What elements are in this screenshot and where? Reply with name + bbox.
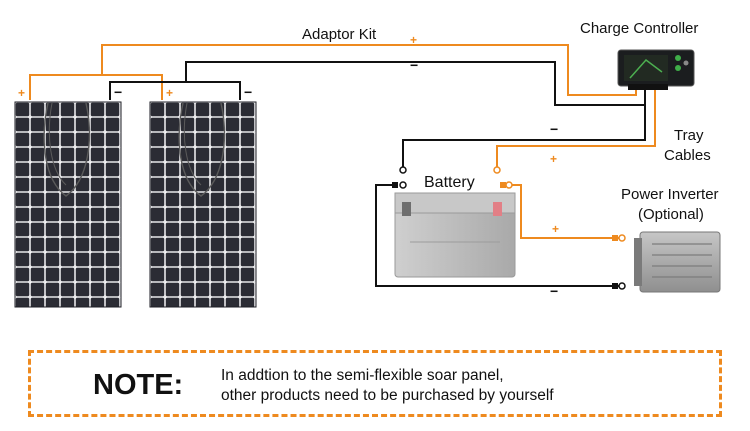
minus-sign-controller: − [410,57,418,73]
tray-label: Tray [674,127,704,144]
adaptor-kit-positive-wire [29,44,637,100]
cables-label: Cables [664,147,711,164]
note-text: In addtion to the semi-flexible soar pan… [221,366,554,406]
plus-sign-inverter: + [552,222,559,236]
note-line-1: In addtion to the semi-flexible soar pan… [221,367,504,384]
solar-panel-left [14,101,122,308]
tray-cable-negative [402,90,646,168]
note-title: NOTE: [93,369,184,401]
minus-sign-inverter: − [550,283,558,299]
charge-controller [617,49,695,90]
inverter-negative-wire [375,184,625,287]
plus-sign-tray: + [550,152,557,166]
charge-controller-label: Charge Controller [580,20,698,37]
adaptor-kit-label: Adaptor Kit [302,26,377,43]
minus-sign-tray: − [550,121,558,137]
inverter-positive-wire [508,184,622,239]
battery-label: Battery [424,174,475,191]
panel-right-positive-wire [102,74,163,100]
plus-sign-adaptor: + [410,33,417,47]
plus-sign-panel-left: + [18,86,25,100]
tray-cable-positive [496,90,656,168]
note-box: NOTE: In addtion to the semi-flexible so… [28,350,722,417]
note-line-2: other products need to be purchased by y… [221,387,554,404]
solar-panel-right [149,101,257,308]
battery [394,192,516,278]
power-inverter [634,231,721,293]
battery-terminal-connectors [392,166,626,290]
minus-sign-panel-right: − [244,84,252,100]
plus-sign-panel-right: + [166,86,173,100]
optional-label: (Optional) [638,206,704,223]
power-inverter-label: Power Inverter [621,186,719,203]
minus-sign-panel-left: − [114,84,122,100]
adaptor-kit-negative-wire [109,81,241,100]
